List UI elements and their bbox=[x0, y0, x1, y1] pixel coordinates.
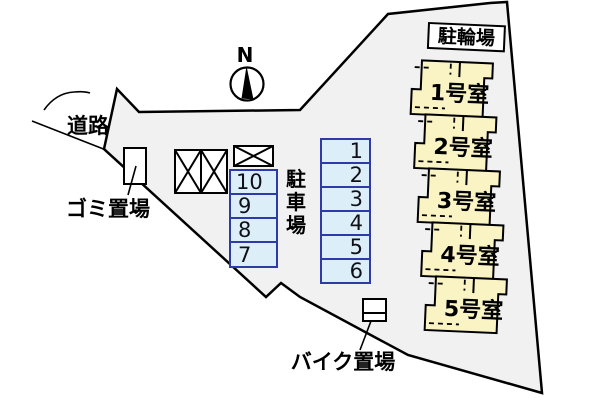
room-unit-2: 2号室 bbox=[413, 113, 498, 173]
parking-space-8-label: 8 bbox=[238, 218, 251, 242]
parking-space-5 bbox=[320, 234, 371, 260]
parking-space-5-label: 5 bbox=[350, 235, 363, 259]
double-x-box bbox=[174, 149, 228, 194]
parking-space-4 bbox=[320, 210, 371, 236]
parking-space-10 bbox=[229, 169, 278, 195]
room-5-label: 5号室 bbox=[443, 296, 503, 325]
road-edge-line bbox=[31, 120, 107, 151]
single-x-box bbox=[233, 145, 274, 167]
parking-space-4-label: 4 bbox=[350, 211, 363, 235]
room-3-label: 3号室 bbox=[436, 188, 496, 217]
room-1-label: 1号室 bbox=[429, 80, 489, 109]
parking-space-3-label: 3 bbox=[350, 187, 363, 211]
parking-right-column: 1 2 3 4 5 6 bbox=[320, 138, 371, 284]
parking-space-7 bbox=[229, 241, 278, 268]
parking-space-9 bbox=[229, 193, 278, 219]
parking-left-column: 10 9 8 7 bbox=[229, 169, 278, 268]
parking-lot-label: 駐 車 場 bbox=[286, 167, 306, 237]
road-curve bbox=[43, 90, 91, 111]
parking-space-6-label: 6 bbox=[350, 259, 363, 283]
room-4-label: 4号室 bbox=[440, 242, 500, 271]
bike-area-rect bbox=[362, 298, 387, 322]
bicycle-parking-label: 駐輪場 bbox=[437, 24, 495, 49]
bike-parking-label: バイク置場 bbox=[291, 350, 396, 374]
parking-space-8 bbox=[229, 217, 278, 243]
parking-space-1-label: 1 bbox=[350, 139, 363, 163]
road-label: 道路 bbox=[67, 114, 110, 138]
room-unit-1: 1号室 bbox=[409, 59, 494, 119]
garbage-area-rect bbox=[123, 147, 147, 185]
garbage-label: ゴミ置場 bbox=[66, 197, 150, 221]
parking-space-6 bbox=[320, 258, 371, 284]
svg-text:車: 車 bbox=[286, 190, 306, 214]
garbage-leader-line bbox=[127, 165, 137, 196]
bike-leader-line bbox=[359, 320, 372, 351]
room-unit-3: 3号室 bbox=[416, 167, 501, 227]
parking-space-2-label: 2 bbox=[350, 163, 363, 187]
parking-space-10-label: 10 bbox=[236, 170, 263, 194]
room-unit-4: 4号室 bbox=[420, 221, 505, 281]
north-compass-icon: N bbox=[229, 43, 265, 102]
parking-space-7-label: 7 bbox=[238, 243, 251, 267]
room-unit-5: 5号室 bbox=[423, 275, 508, 335]
svg-text:場: 場 bbox=[286, 213, 306, 237]
svg-text:駐: 駐 bbox=[286, 167, 306, 191]
bicycle-parking-sign: 駐輪場 bbox=[426, 21, 506, 53]
building: 1号室 2号室 3号室 4号室 5号室 bbox=[409, 59, 508, 335]
parking-space-3 bbox=[320, 186, 371, 212]
compass-north-label: N bbox=[237, 43, 254, 67]
parking-space-9-label: 9 bbox=[238, 194, 251, 218]
room-2-label: 2号室 bbox=[433, 134, 493, 163]
